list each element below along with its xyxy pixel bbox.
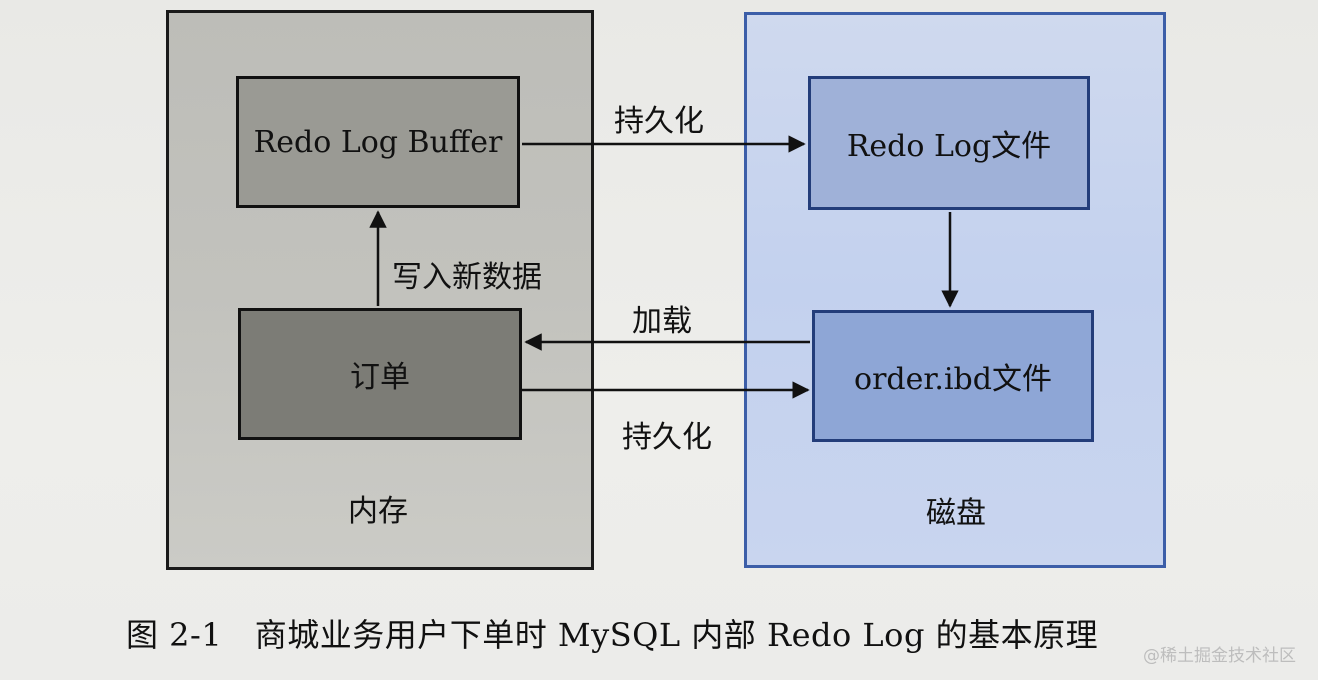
edge-label-load: 加载 [632,304,692,339]
watermark: @稀土掘金技术社区 [1143,646,1296,666]
order-node: 订单 [238,308,522,440]
edge-label-persist-top: 持久化 [614,104,704,139]
memory-title: 内存 [348,494,408,529]
edge-label-write-new-data: 写入新数据 [392,260,542,295]
redo-log-buffer-node: Redo Log Buffer [236,76,520,208]
ibd-file-label: order.ibd文件 [854,362,1052,397]
edge-label-persist-bottom: 持久化 [622,420,712,455]
disk-title: 磁盘 [926,496,986,531]
redo-log-file-node: Redo Log文件 [808,76,1090,210]
figure-caption: 图 2-1 商城业务用户下单时 MySQL 内部 Redo Log 的基本原理 [126,616,1099,654]
redo-log-buffer-label: Redo Log Buffer [253,124,503,160]
order-label: 订单 [350,360,410,395]
redo-log-file-label: Redo Log文件 [846,129,1052,164]
ibd-file-node: order.ibd文件 [812,310,1094,442]
